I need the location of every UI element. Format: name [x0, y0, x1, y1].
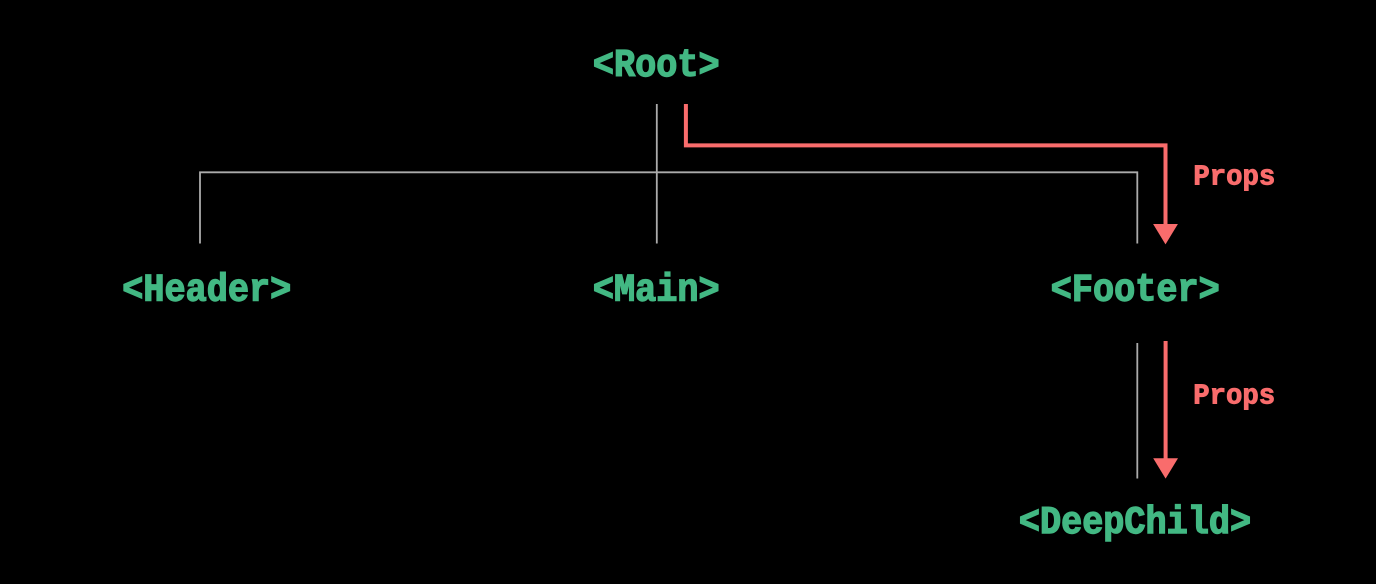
- svg-text:Props: Props: [1193, 162, 1275, 194]
- svg-text:<DeepChild>: <DeepChild>: [1019, 502, 1251, 546]
- svg-text:<Header>: <Header>: [122, 269, 291, 313]
- svg-text:<Main>: <Main>: [593, 269, 720, 313]
- svg-text:<Footer>: <Footer>: [1051, 269, 1220, 313]
- svg-text:Props: Props: [1193, 381, 1275, 413]
- svg-text:<Root>: <Root>: [593, 45, 720, 89]
